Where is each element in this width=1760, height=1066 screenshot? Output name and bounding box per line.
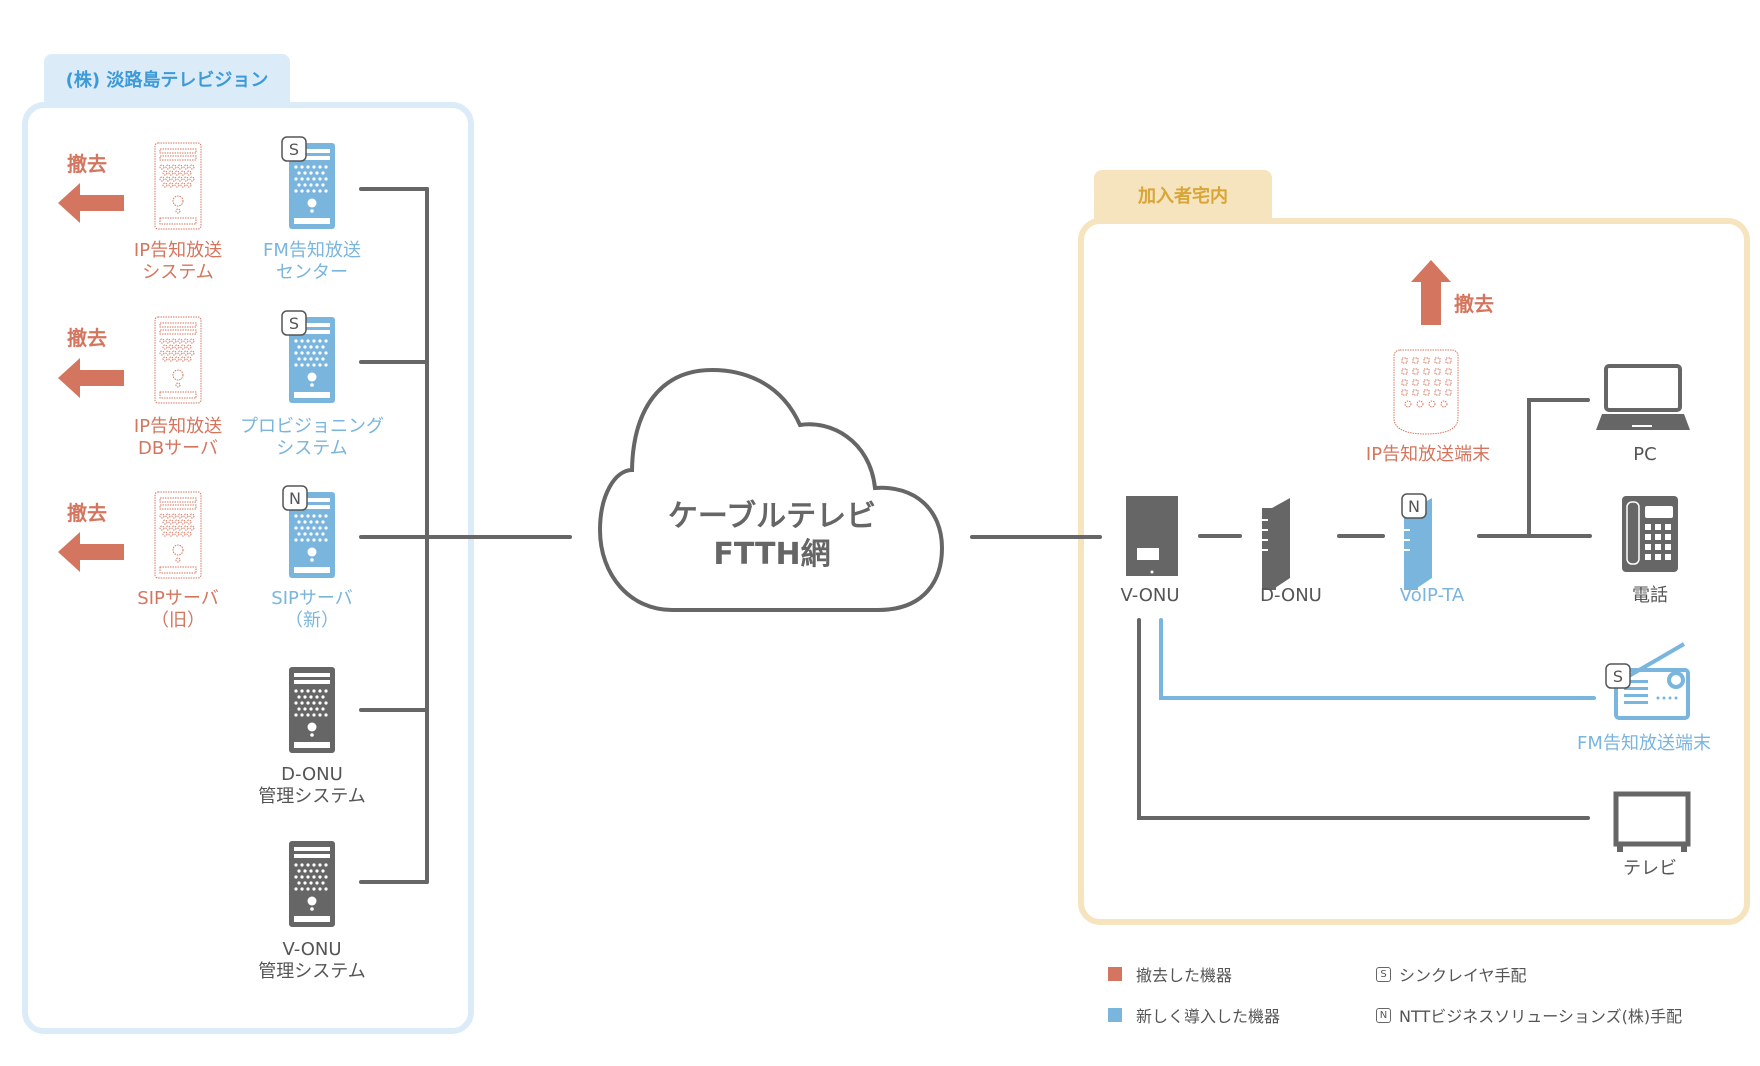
removed-ip-terminal-icon [1393,349,1459,435]
removal-arrow-icon [58,532,124,572]
removed-label: 撤去 [67,326,107,350]
removed-server-icon [154,316,202,404]
removed-label: 撤去 [67,501,107,525]
removal-arrow-icon [58,358,124,398]
d-onu-label: D-ONU [1260,585,1322,606]
station-title: (株) 淡路島テレビジョン [65,70,269,91]
server-label: SIPサーバ（新） [271,588,353,631]
voip-ta-label: VoIP-TA [1399,585,1465,606]
station-title-tab: (株) 淡路島テレビジョン [44,54,290,104]
svg-text:N: N [289,489,301,508]
badge-s-icon: S [1376,966,1391,982]
removal-arrow-up-icon [1411,260,1451,325]
v-onu-icon [1126,496,1178,576]
badge-s-icon: S [281,136,307,162]
legend-new-swatch [1108,1008,1122,1022]
removed-device-label: SIPサーバ（旧） [137,588,219,631]
pc-icon [1596,364,1690,430]
badge-n-icon: N [282,485,308,511]
removed-device-label: IP告知放送システム [133,240,223,283]
legend-removed-swatch [1108,967,1122,981]
svg-text:N: N [1408,497,1420,516]
home-title: 加入者宅内 [1138,186,1228,207]
pc-label: PC [1633,444,1657,465]
station-bus-lines [359,187,1102,884]
removed-label: 撤去 [67,152,107,176]
phone-icon [1622,496,1678,572]
tv-icon [1613,791,1691,852]
fm-line [1159,618,1596,700]
server-icon [289,667,335,753]
fm-radio-icon: S [1605,642,1690,720]
svg-text:S: S [289,140,299,159]
legend-n: N NTTビジネスソリューションズ(株)手配 [1376,1003,1682,1027]
removal-arrow-icon [58,183,124,223]
cloud-icon [597,367,945,612]
tv-label: テレビ [1623,858,1677,879]
legend-s: S シンクレイヤ手配 [1376,962,1527,986]
removed-server-icon [154,491,202,579]
d-onu-icon [1262,498,1290,590]
home-title-tab: 加入者宅内 [1094,170,1272,220]
removed-server-icon [154,142,202,230]
server-icon [289,841,335,927]
removed-device-label: IP告知放送端末 [1365,444,1491,465]
station-box [22,102,474,1034]
svg-text:S: S [1613,667,1623,686]
phone-label: 電話 [1632,585,1668,606]
server-label: FM告知放送センター [263,240,361,283]
badge-s-icon: S [281,310,307,336]
v-onu-label: V-ONU [1120,585,1180,606]
badge-n-icon: N [1376,1007,1391,1023]
legend-removed: 撤去した機器 [1108,962,1232,986]
removed-label: 撤去 [1454,292,1494,316]
legend-new: 新しく導入した機器 [1108,1003,1280,1027]
server-label: プロビジョニングシステム [240,416,384,459]
fm-terminal-label: FM告知放送端末 [1577,733,1711,754]
svg-text:S: S [289,314,299,333]
voip-ta-icon: N [1401,493,1432,590]
home-lines [1137,398,1592,820]
